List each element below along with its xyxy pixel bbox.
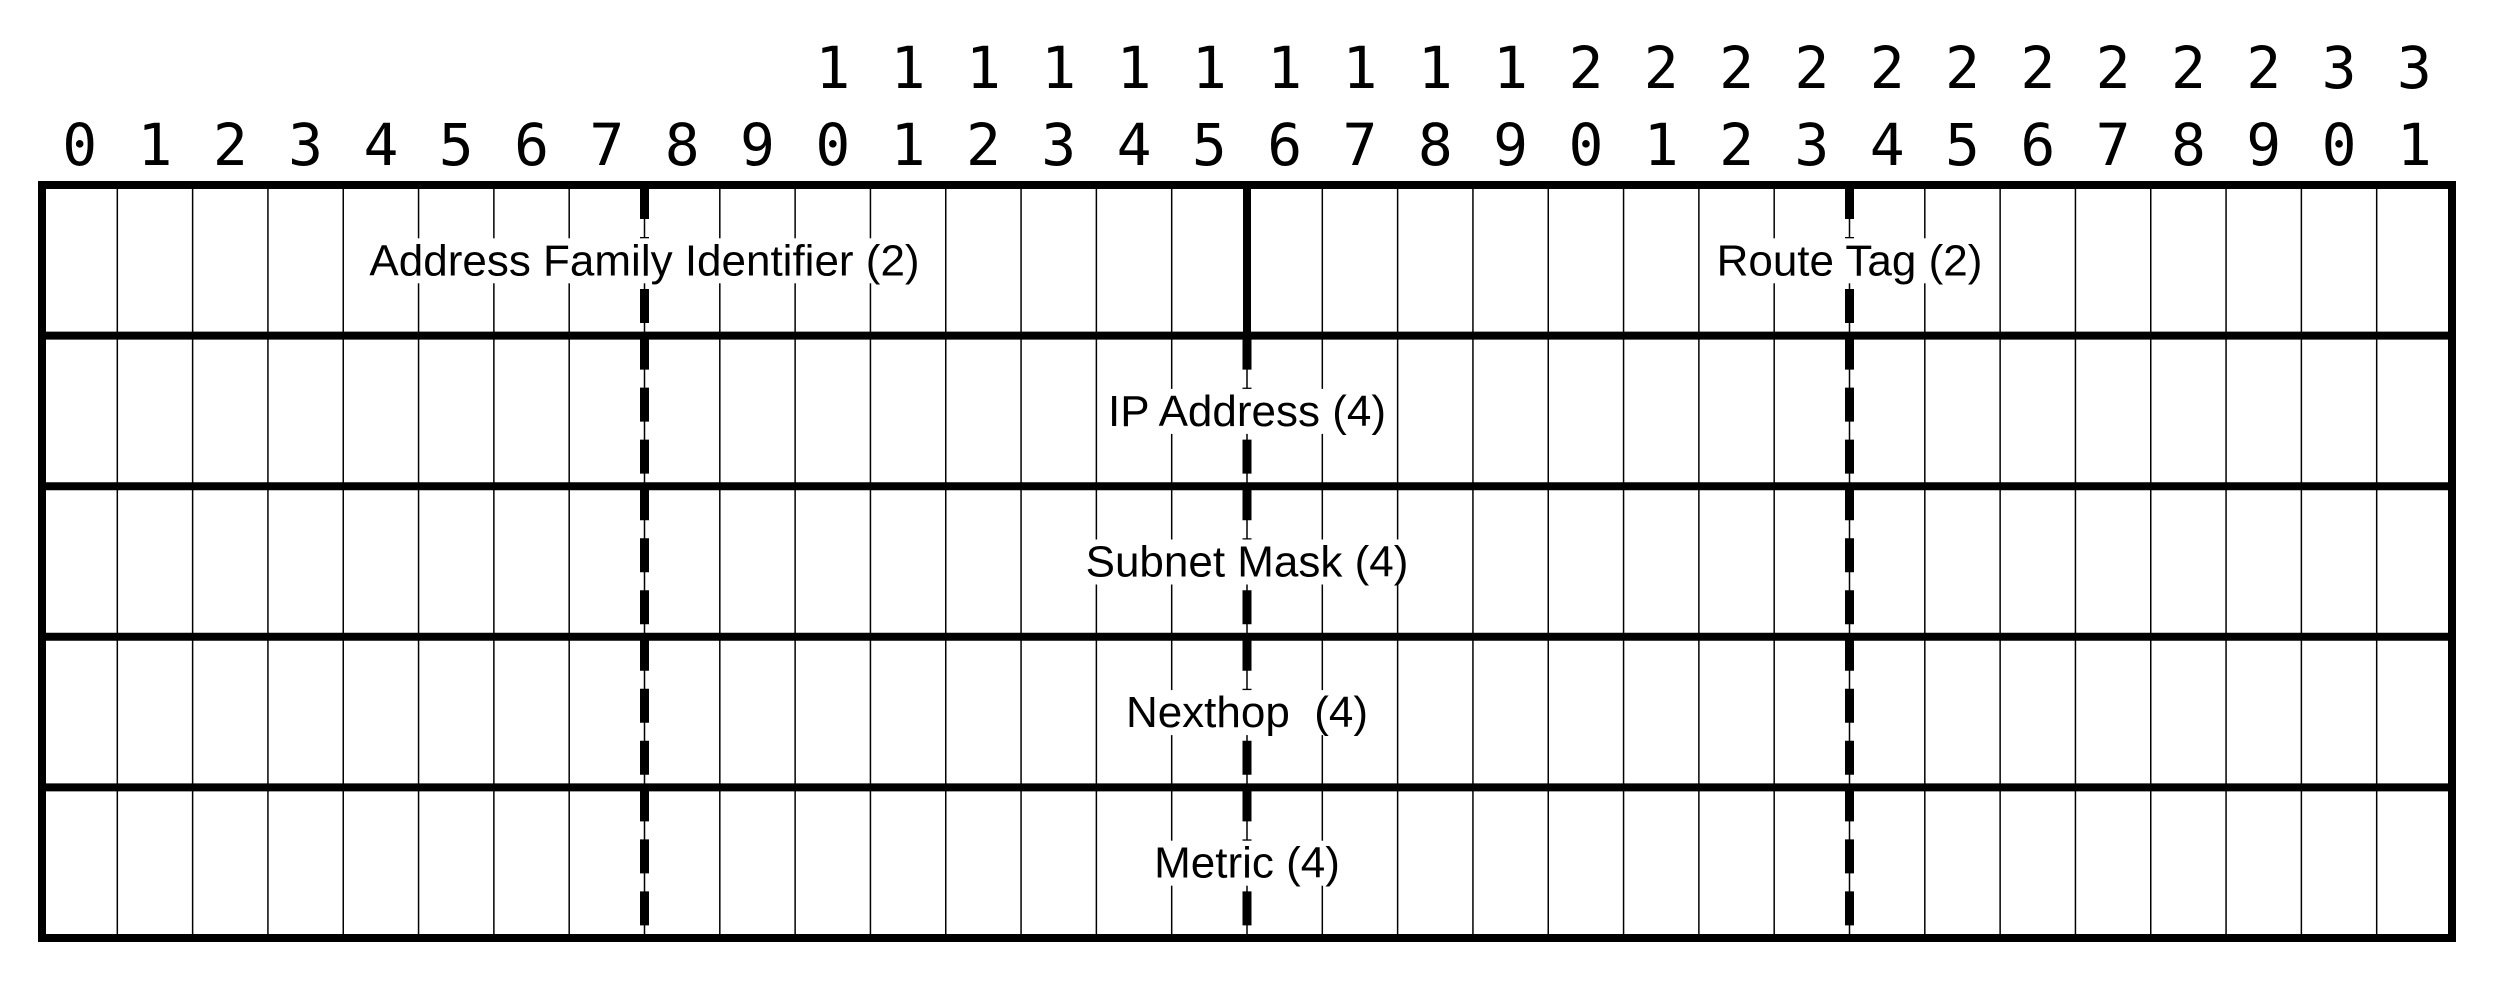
bit-number-ones: 3 xyxy=(1041,111,1076,179)
bit-number-ones: 2 xyxy=(966,111,1001,179)
bit-number-ones: 6 xyxy=(1267,111,1302,179)
field-row: Metric (4) xyxy=(640,787,1854,938)
bit-number-tens: 1 xyxy=(1117,34,1152,102)
bit-number-tens: 2 xyxy=(1719,34,1754,102)
bit-number-ones: 2 xyxy=(1719,111,1754,179)
field-label-background xyxy=(365,238,924,284)
bit-number-ones: 1 xyxy=(891,111,926,179)
bit-number-tens: 1 xyxy=(891,34,926,102)
bit-number-tens: 1 xyxy=(966,34,1001,102)
bit-number-ones: 1 xyxy=(138,111,173,179)
table-frame xyxy=(38,181,2456,942)
bit-number-ones: 4 xyxy=(1870,111,1905,179)
bit-number-ones: 7 xyxy=(1343,111,1378,179)
bit-number-ones: 4 xyxy=(1117,111,1152,179)
bit-number-ones: 6 xyxy=(514,111,549,179)
field-label: Nexthop (4) xyxy=(1126,688,1368,737)
bit-number-tens: 1 xyxy=(1343,34,1378,102)
field-table: Address Family Identifier (2) Route Tag (… xyxy=(38,181,2456,942)
bit-number-ones: 5 xyxy=(1192,111,1227,179)
bit-number-tens: 2 xyxy=(1794,34,1829,102)
field-label: Metric (4) xyxy=(1154,839,1340,888)
bit-number-ones: 5 xyxy=(439,111,474,179)
bit-number-tens: 3 xyxy=(2397,34,2432,102)
bit-number-tens: 3 xyxy=(2322,34,2357,102)
bit-number-ones: 7 xyxy=(2096,111,2131,179)
bit-number-tens: 1 xyxy=(1041,34,1076,102)
bit-number-ones: 1 xyxy=(2397,111,2432,179)
bit-number-ones: 1 xyxy=(1644,111,1679,179)
field-label: Address Family Identifier (2) xyxy=(369,236,919,285)
bit-number-ones: 0 xyxy=(1568,111,1603,179)
bit-number-ones: 2 xyxy=(213,111,248,179)
bit-number-ones: 3 xyxy=(288,111,323,179)
bit-number-tens: 2 xyxy=(1568,34,1603,102)
bit-number-ones: 0 xyxy=(2322,111,2357,179)
bit-number-ones: 4 xyxy=(363,111,398,179)
bit-number-ones: 8 xyxy=(2171,111,2206,179)
bit-number-tens: 1 xyxy=(1418,34,1453,102)
bit-number-ones: 3 xyxy=(1794,111,1829,179)
bit-number-ones: 7 xyxy=(589,111,624,179)
bit-number-ones: 9 xyxy=(2246,111,2281,179)
field-label-background xyxy=(1712,238,1987,284)
bit-number-tens: 2 xyxy=(1945,34,1980,102)
bit-number-tens: 1 xyxy=(815,34,850,102)
bit-number-tens: 1 xyxy=(1192,34,1227,102)
field-label: Route Tag (2) xyxy=(1717,236,1983,285)
bit-number-tens: 2 xyxy=(2020,34,2055,102)
bit-number-tens: 1 xyxy=(1267,34,1302,102)
field-label-background xyxy=(1081,539,1413,585)
bit-number-ones: 0 xyxy=(62,111,97,179)
bit-number-ones: 5 xyxy=(1945,111,1980,179)
field-label-background xyxy=(1150,840,1344,886)
field-row: Nexthop (4) xyxy=(640,636,1854,788)
bit-number-ones: 8 xyxy=(665,111,700,179)
bit-number-tens: 2 xyxy=(2096,34,2131,102)
field-row: Address Family Identifier (2) Route Tag (… xyxy=(365,185,1987,336)
bit-number-tens: 2 xyxy=(1870,34,1905,102)
field-row: Subnet Mask (4) xyxy=(640,486,1854,637)
bit-number-tens: 1 xyxy=(1493,34,1528,102)
field-label-background xyxy=(1121,690,1373,736)
field-label-background xyxy=(1104,388,1390,434)
field-label: IP Address (4) xyxy=(1108,387,1386,436)
bit-number-ones: 9 xyxy=(740,111,775,179)
bit-number-ones: 0 xyxy=(815,111,850,179)
bit-number-tens: 2 xyxy=(2171,34,2206,102)
bit-number-ones: 9 xyxy=(1493,111,1528,179)
bit-number-tens: 2 xyxy=(1644,34,1679,102)
bit-number-tens: 2 xyxy=(2246,34,2281,102)
field-label: Subnet Mask (4) xyxy=(1086,538,1409,587)
field-row: IP Address (4) xyxy=(640,335,1854,487)
bit-number-ones: 8 xyxy=(1418,111,1453,179)
bit-number-ones: 6 xyxy=(2020,111,2055,179)
